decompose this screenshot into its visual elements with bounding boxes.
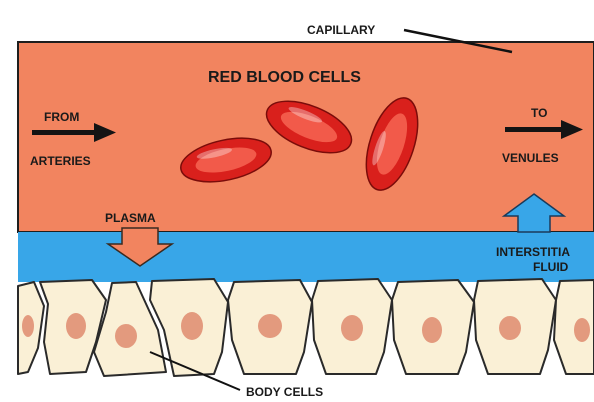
- to-label: TO: [531, 106, 547, 120]
- cell-nucleus: [574, 318, 590, 342]
- cell-nucleus: [422, 317, 442, 343]
- body-cells-layer: [18, 279, 594, 376]
- cell-nucleus: [66, 313, 86, 339]
- interstitial-fluid-label-line1: INTERSTITIA: [496, 245, 570, 259]
- cell-nucleus: [115, 324, 137, 348]
- cell-nucleus: [258, 314, 282, 338]
- venules-label: VENULES: [502, 151, 559, 165]
- cell-nucleus: [341, 315, 363, 341]
- cell-nucleus: [181, 312, 203, 340]
- plasma-label: PLASMA: [105, 211, 156, 225]
- body-cells-label: BODY CELLS: [246, 385, 323, 399]
- cell-nucleus: [22, 315, 34, 337]
- interstitial-fluid-label-line2: FLUID: [533, 260, 569, 274]
- capillary-label: CAPILLARY: [307, 23, 375, 37]
- arteries-label: ARTERIES: [30, 154, 91, 168]
- red-blood-cells-label: RED BLOOD CELLS: [208, 69, 361, 86]
- cell-nucleus: [499, 316, 521, 340]
- from-label: FROM: [44, 110, 79, 124]
